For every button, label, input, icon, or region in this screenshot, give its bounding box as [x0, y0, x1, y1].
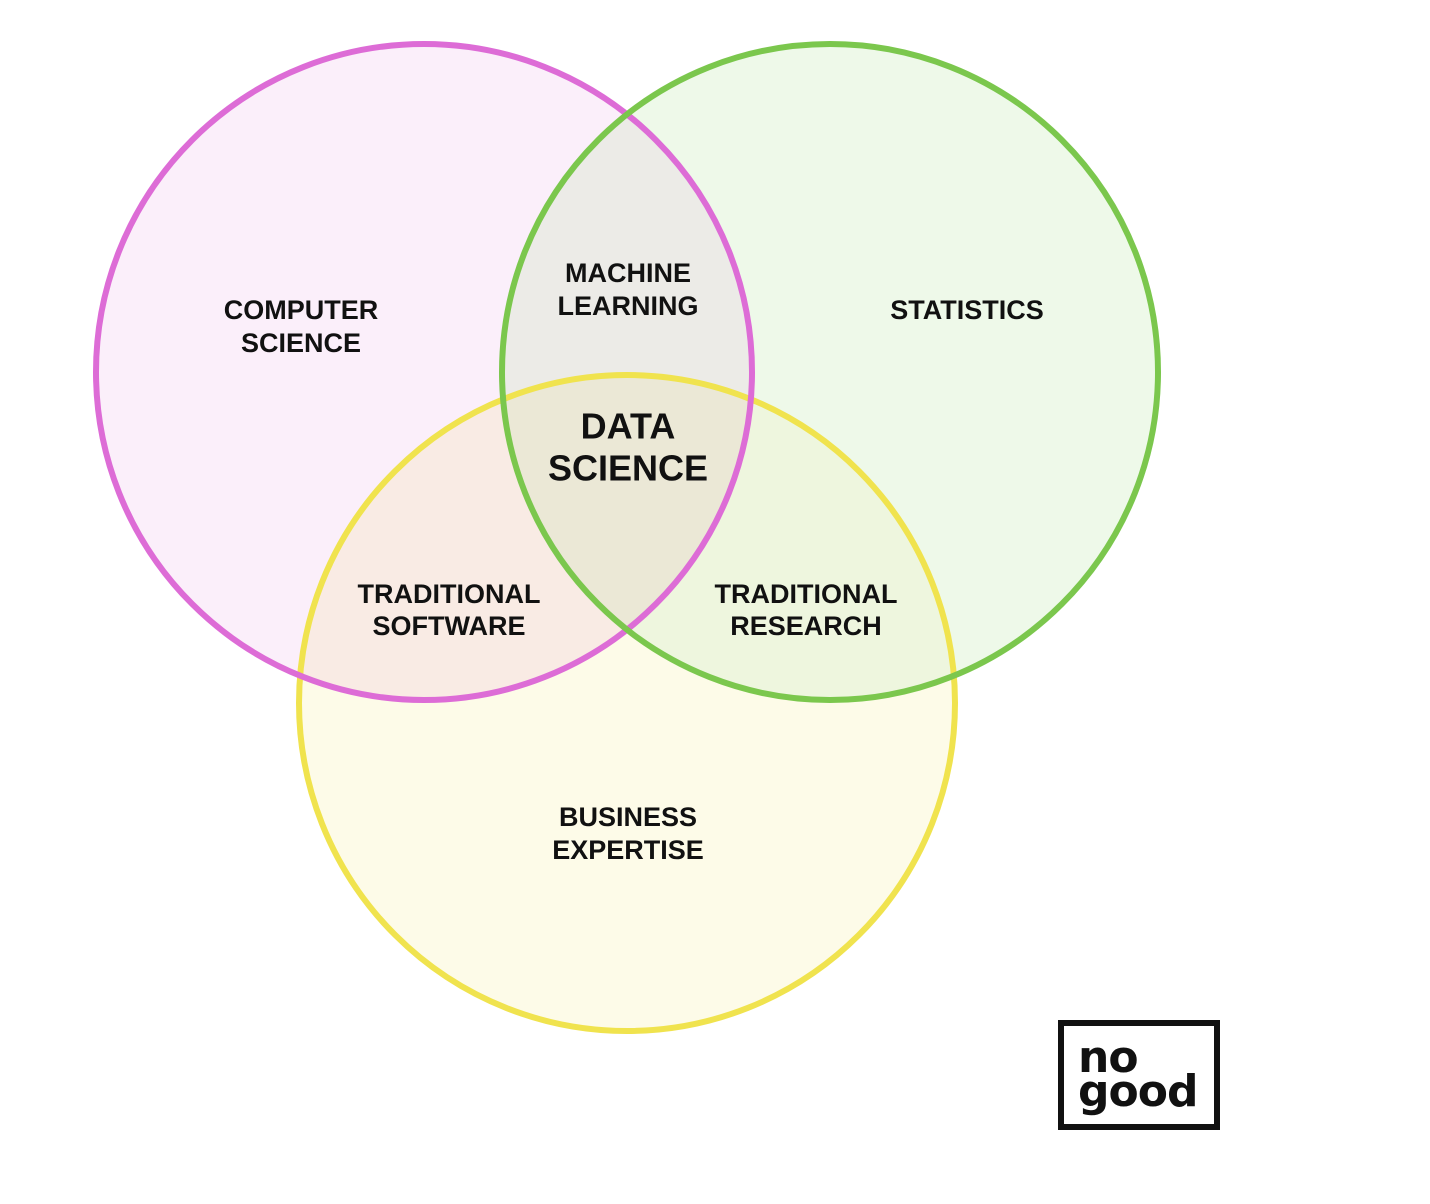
- traditional-software-label-line2: SOFTWARE: [373, 611, 526, 641]
- statistics-label: STATISTICS: [890, 295, 1044, 325]
- traditional-research-label-line2: RESEARCH: [730, 611, 882, 641]
- statistics-circle: [499, 41, 1161, 703]
- traditional-research-overlap-fill: [502, 375, 955, 700]
- data-science-label-line2: SCIENCE: [548, 448, 708, 489]
- computer-science-circle: [93, 41, 755, 703]
- business-expertise-circle: [296, 372, 958, 1034]
- nogood-logo: no good: [1058, 1020, 1220, 1130]
- logo-text-line2: good: [1078, 1066, 1198, 1117]
- traditional-software-overlap-fill: [299, 375, 752, 700]
- business-expertise-label-line1: BUSINESS: [559, 802, 697, 832]
- traditional-software-label-line1: TRADITIONAL: [358, 579, 541, 609]
- machine-learning-label-line2: LEARNING: [558, 291, 699, 321]
- logo-text-line1: no: [1078, 1032, 1139, 1083]
- business-expertise-label-line2: EXPERTISE: [552, 835, 704, 865]
- data-science-label-line1: DATA: [581, 406, 676, 447]
- traditional-research-label-line1: TRADITIONAL: [715, 579, 898, 609]
- computer-science-label-line2: SCIENCE: [241, 328, 361, 358]
- computer-science-label-line1: COMPUTER: [224, 295, 379, 325]
- machine-learning-label-line1: MACHINE: [565, 258, 691, 288]
